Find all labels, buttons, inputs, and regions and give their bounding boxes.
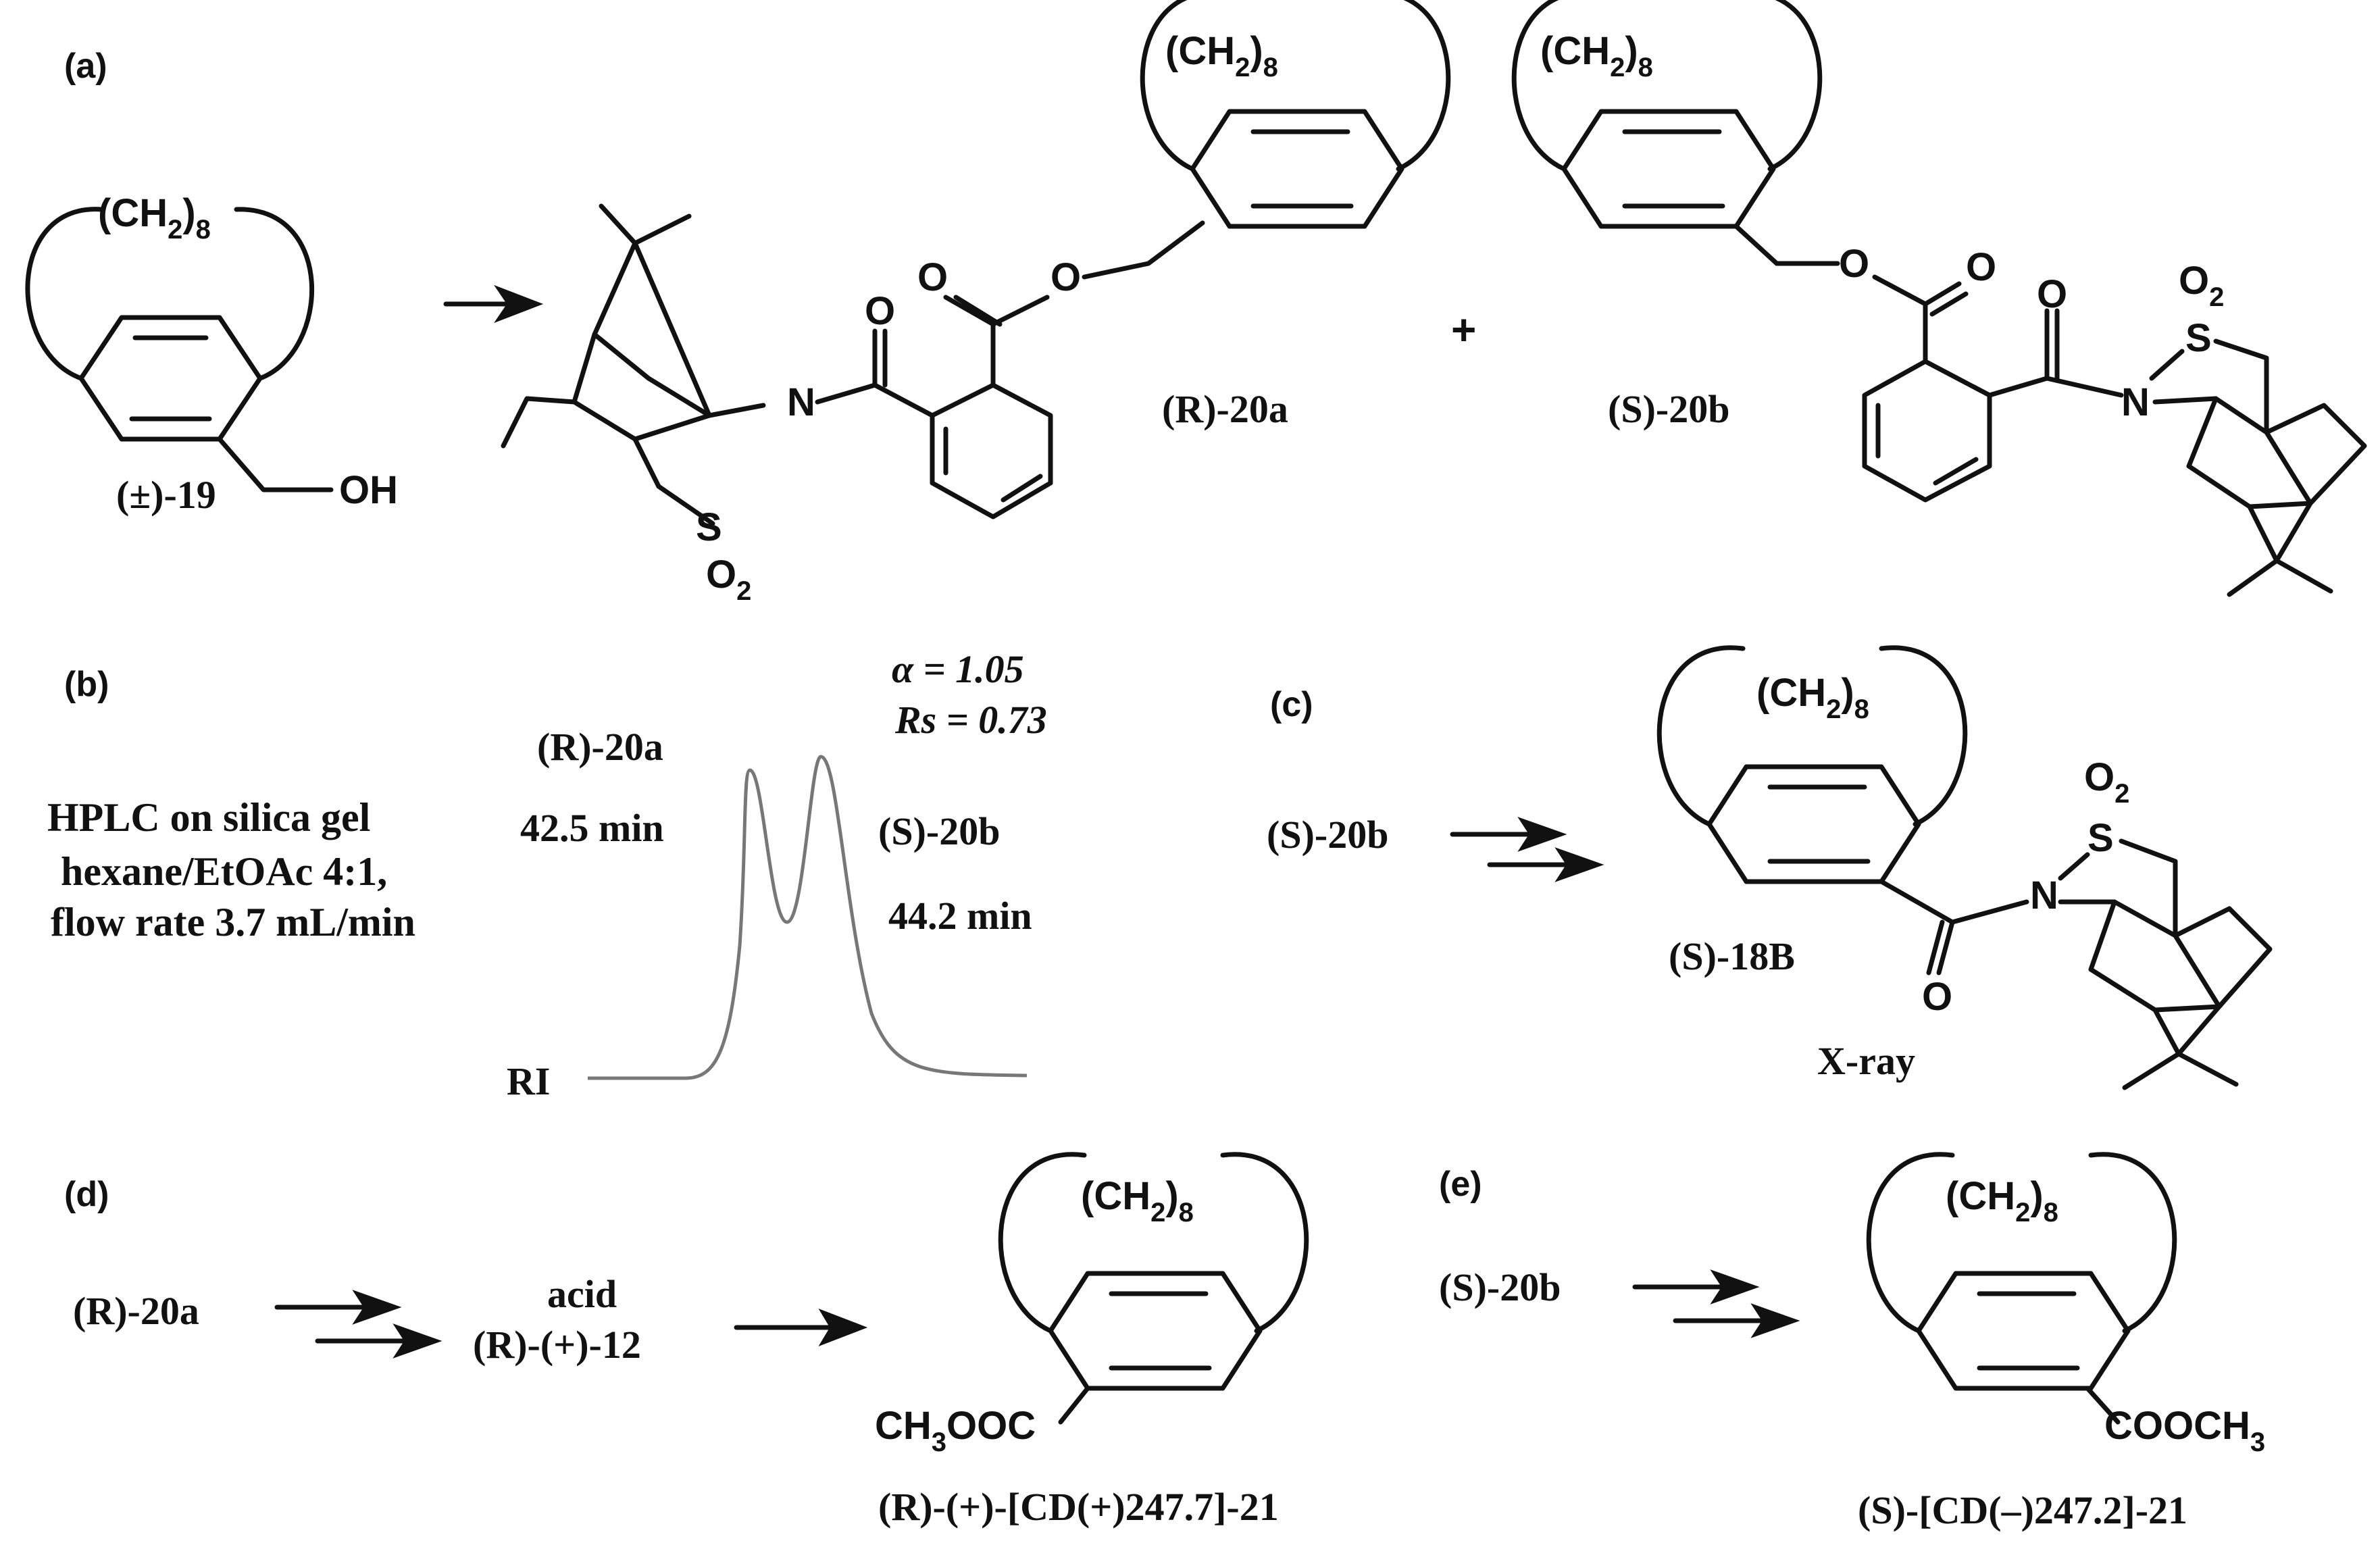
ch2-group-20b: (CH2)8 xyxy=(1540,29,1653,82)
o-carbonyl-18B: O xyxy=(1922,975,1952,1019)
label-S-21: (S)-[CD(–)247.2]-21 xyxy=(1858,1488,2187,1532)
ch2-group-20a: (CH2)8 xyxy=(1165,29,1278,82)
label-R-20a: (R)-20a xyxy=(1162,387,1288,431)
s-atom-20a: S xyxy=(696,505,722,549)
so2-18B: O2 xyxy=(2084,755,2129,809)
plus-sign: + xyxy=(1451,305,1476,354)
so2-20a: O2 xyxy=(706,553,751,606)
double-arrow-e xyxy=(1632,1269,1800,1338)
oh-atom: OH xyxy=(339,468,398,512)
panel-e-label: (e) xyxy=(1439,1165,1482,1204)
arrow-a xyxy=(443,284,544,324)
label-R-20a-d: (R)-20a xyxy=(73,1289,199,1333)
double-arrow-c xyxy=(1450,817,1604,882)
peak2-label: (S)-20b xyxy=(878,809,1000,853)
label-rac-19: (±)-19 xyxy=(116,473,216,517)
chromatogram-trace xyxy=(588,755,1028,1080)
peak1-label: (R)-20a xyxy=(537,725,663,769)
n-atom-20b: N xyxy=(2121,380,2150,424)
o-ester-20a: O xyxy=(1050,255,1081,299)
hplc-alpha: α = 1.05 xyxy=(892,647,1024,691)
ester-group-R21: CH3OOC xyxy=(875,1404,1036,1457)
label-S-20b-e: (S)-20b xyxy=(1439,1265,1561,1309)
n-atom-18B: N xyxy=(2030,873,2058,917)
double-arrow-d xyxy=(274,1290,442,1359)
compound-R-20a: N S O2 O O O (CH2)8 xyxy=(501,0,1448,606)
o-ester-carbonyl-20a: O xyxy=(917,255,948,299)
compound-S-18B: (CH2)8 O N S O2 xyxy=(1659,648,2273,1090)
panel-b-label: (b) xyxy=(64,665,109,704)
label-R-12: (R)-(+)-12 xyxy=(473,1323,641,1367)
label-acid: acid xyxy=(547,1272,617,1316)
hplc-condition-3: flow rate 3.7 mL/min xyxy=(51,900,415,944)
detector-label: RI xyxy=(507,1059,550,1103)
panel-a-label: (a) xyxy=(64,47,107,86)
ch2-group-18B: (CH2)8 xyxy=(1756,671,1869,724)
compound-S-21: (CH2)8 COOCH3 xyxy=(1869,1155,2265,1457)
label-S-20b-c: (S)-20b xyxy=(1267,813,1388,857)
o-carbonyl-20b: O xyxy=(2037,272,2067,316)
label-S-20b-a: (S)-20b xyxy=(1608,387,1729,431)
peak1-time: 42.5 min xyxy=(520,806,664,850)
hplc-rs: Rs = 0.73 xyxy=(894,698,1047,742)
panel-c-label: (c) xyxy=(1270,685,1313,724)
s-atom-20b: S xyxy=(2185,316,2212,360)
label-xray: X-ray xyxy=(1817,1039,1915,1083)
ester-group-S21: COOCH3 xyxy=(2104,1404,2265,1457)
s-atom-18B: S xyxy=(2087,816,2114,860)
ch2-group-19: (CH2)8 xyxy=(98,191,211,245)
so2-20b: O2 xyxy=(2179,259,2224,312)
o-ester-20b: O xyxy=(1839,242,1869,286)
peak2-time: 44.2 min xyxy=(888,894,1032,938)
o-ester-carbonyl-20b: O xyxy=(1966,245,1996,289)
arrow-d xyxy=(734,1309,868,1346)
hplc-condition-2: hexane/EtOAc 4:1, xyxy=(61,849,387,894)
ch2-group-R21: (CH2)8 xyxy=(1081,1174,1194,1227)
hplc-condition-1: HPLC on silica gel xyxy=(47,795,370,840)
panel-d-label: (d) xyxy=(64,1175,109,1214)
label-S-18B: (S)-18B xyxy=(1669,934,1795,978)
compound-R-21: (CH2)8 CH3OOC xyxy=(875,1155,1307,1457)
n-atom-20a: N xyxy=(787,380,815,424)
ch2-group-S21: (CH2)8 xyxy=(1946,1174,2058,1227)
compound-19: (CH2)8 OH xyxy=(25,191,398,512)
label-R-21: (R)-(+)-[CD(+)247.7]-21 xyxy=(878,1485,1279,1529)
compound-S-20b: (CH2)8 O O O N S O2 xyxy=(1514,0,2367,597)
o-carbonyl-20a: O xyxy=(865,289,895,333)
